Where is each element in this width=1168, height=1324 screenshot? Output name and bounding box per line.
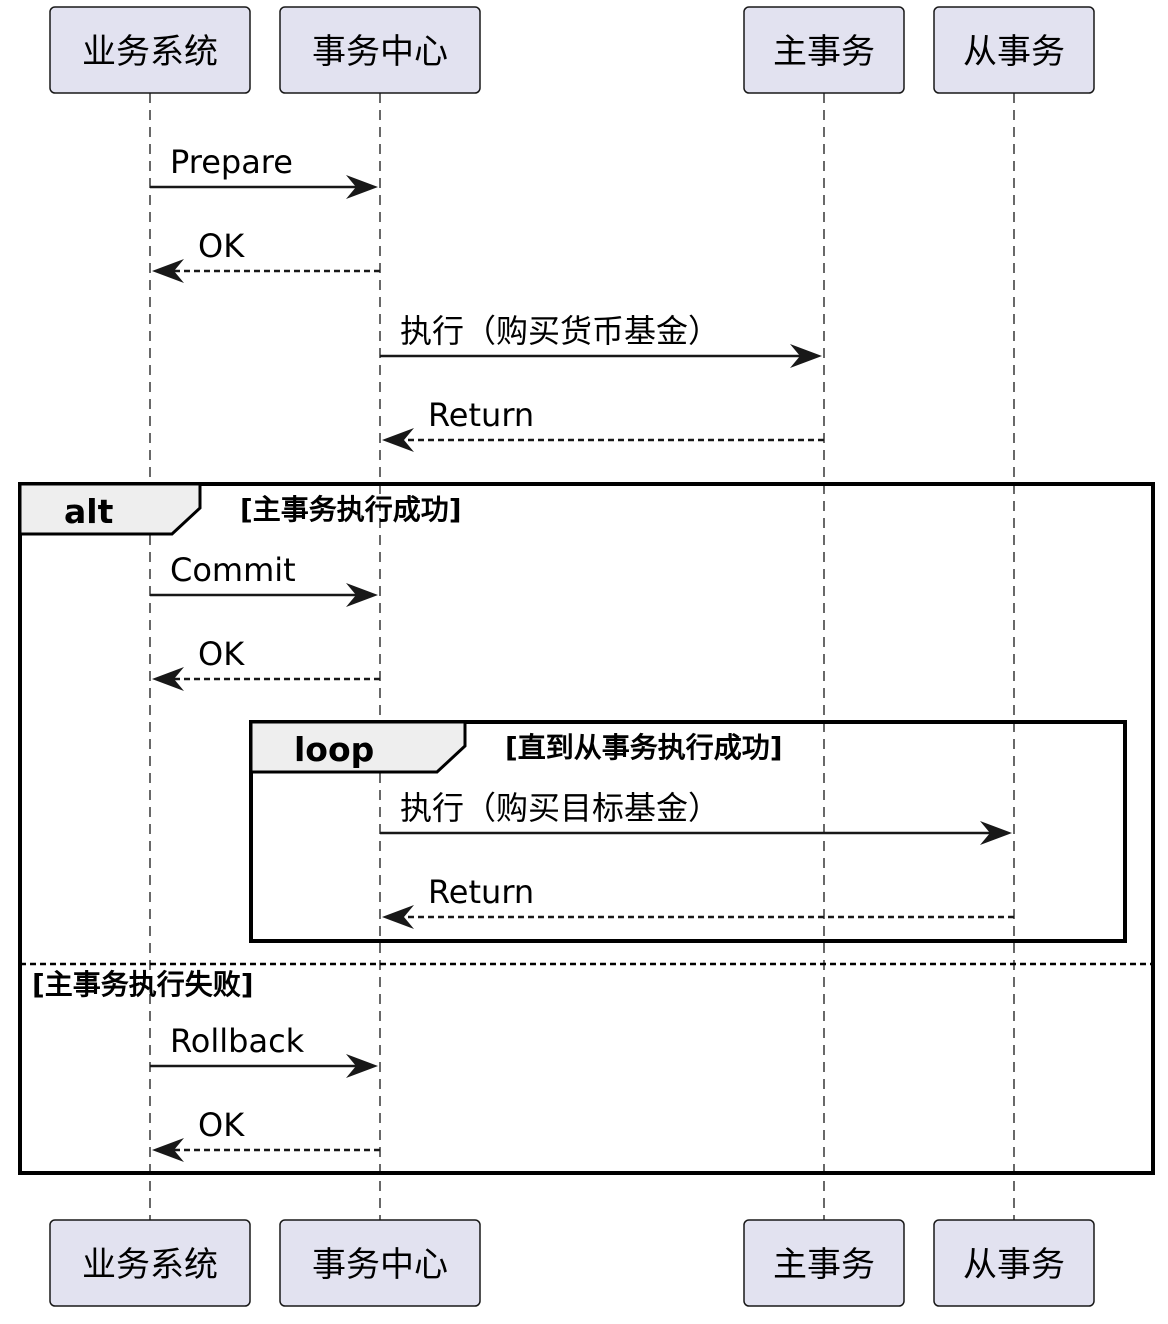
participant-box [279, 6, 481, 94]
arrowhead-icon [382, 905, 414, 929]
participant-label: 从事务 [963, 32, 1065, 72]
message-call: Rollback [150, 1022, 378, 1078]
message-reply: Return [382, 396, 824, 452]
message-label: Return [428, 873, 534, 911]
message-call: Commit [150, 551, 378, 607]
participant-tc-bottom: 事务中心 [279, 1219, 481, 1307]
arrowhead-icon [152, 259, 184, 283]
message-label: Rollback [170, 1022, 305, 1060]
participant-main-top: 主事务 [743, 6, 905, 94]
participant-main-bottom: 主事务 [743, 1219, 905, 1307]
arrowhead-icon [980, 821, 1012, 845]
participant-box [279, 1219, 481, 1307]
message-label: OK [198, 1106, 245, 1144]
participant-box [49, 1219, 251, 1307]
arrowhead-icon [346, 583, 378, 607]
participant-label: 主事务 [773, 1245, 875, 1285]
participant-biz-top: 业务系统 [49, 6, 251, 94]
participant-sub-top: 从事务 [933, 6, 1095, 94]
loop-guard: [直到从事务执行成功] [505, 731, 783, 764]
participant-biz-bottom: 业务系统 [49, 1219, 251, 1307]
arrowhead-icon [152, 1138, 184, 1162]
participant-box [743, 6, 905, 94]
participant-label: 业务系统 [82, 1245, 218, 1285]
participant-sub-bottom: 从事务 [933, 1219, 1095, 1307]
arrowhead-icon [790, 344, 822, 368]
lifelines [149, 93, 1015, 1220]
message-reply: OK [152, 635, 380, 691]
message-label: 执行（购买目标基金） [400, 789, 720, 827]
message-label: Prepare [170, 143, 293, 181]
participant-label: 业务系统 [82, 32, 218, 72]
message-reply: Return [382, 873, 1014, 929]
message-reply: OK [152, 1106, 380, 1162]
loop-frame [249, 720, 1127, 943]
message-reply: OK [152, 227, 380, 283]
alt-keyword: alt [64, 492, 114, 531]
message-call: 执行（购买货币基金） [380, 312, 822, 368]
alt-guard: [主事务执行成功] [240, 493, 462, 526]
participant-label: 事务中心 [312, 32, 448, 72]
arrowhead-icon [152, 667, 184, 691]
participant-label: 从事务 [963, 1245, 1065, 1285]
loop-keyword: loop [294, 730, 374, 769]
participant-tc-top: 事务中心 [279, 6, 481, 94]
participant-box [933, 6, 1095, 94]
message-call: Prepare [150, 143, 378, 199]
participant-box [49, 6, 251, 94]
loop-frame-tab [249, 720, 467, 774]
participant-label: 主事务 [773, 32, 875, 72]
message-label: Commit [170, 551, 296, 589]
alt-else-guard: [主事务执行失败] [32, 968, 254, 1001]
participant-box [743, 1219, 905, 1307]
messages: PrepareOK执行（购买货币基金）ReturnCommitOK执行（购买目标… [150, 143, 1014, 1162]
message-label: OK [198, 635, 245, 673]
participant-label: 事务中心 [312, 1245, 448, 1285]
arrowhead-icon [382, 428, 414, 452]
participant-box [933, 1219, 1095, 1307]
alt-frame [18, 482, 1155, 1175]
arrowhead-icon [346, 175, 378, 199]
message-label: 执行（购买货币基金） [400, 312, 720, 350]
fragments: alt [主事务执行成功] [主事务执行失败] loop [直到从事务执行成功] [18, 482, 1155, 1175]
message-label: Return [428, 396, 534, 434]
message-label: OK [198, 227, 245, 265]
arrowhead-icon [346, 1054, 378, 1078]
message-call: 执行（购买目标基金） [380, 789, 1012, 845]
alt-frame-tab [18, 482, 202, 536]
